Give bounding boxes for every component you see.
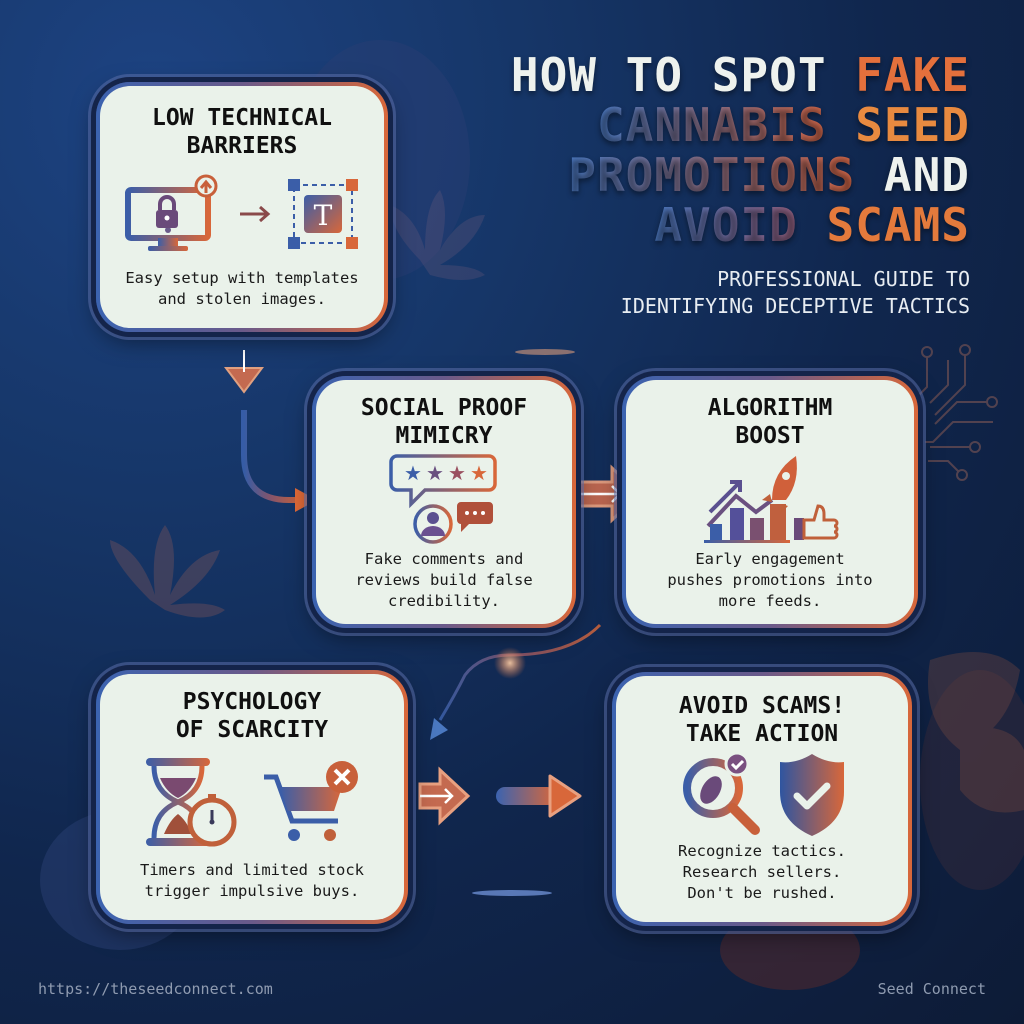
trend-arrow-icon — [706, 479, 774, 527]
card-low-technical-barriers: LOW TECHNICAL BARRIERS T — [96, 82, 388, 332]
circuit-decoration — [918, 344, 998, 481]
card-description: Easy setup with templates and stolen ima… — [125, 269, 359, 308]
flow-arrow-3 — [430, 623, 602, 740]
card-title: SOCIAL PROOF MIMICRY — [360, 395, 528, 449]
card-avoid-scams-take-action: AVOID SCAMS! TAKE ACTION Recognize tacti… — [612, 672, 912, 926]
page-title-line-3: PROMOTIONS AND — [568, 148, 970, 202]
card-description: Recognize tactics. Research sellers. Don… — [678, 842, 846, 902]
user-avatar-icon — [413, 503, 453, 544]
cannabis-leaf-icon — [390, 190, 485, 280]
monstera-leaf-icon — [928, 652, 1024, 813]
shield-check-icon — [780, 753, 844, 836]
cannabis-leaf-icon — [110, 525, 225, 618]
star-rating-bubble-icon: ★★ ★★ — [389, 453, 497, 544]
thumbs-up-icon — [794, 503, 839, 540]
svg-text:★: ★ — [426, 461, 444, 485]
card-social-proof-mimicry: SOCIAL PROOF MIMICRY ★★ ★★ Fake comments… — [312, 376, 576, 628]
subtitle: PROFESSIONAL GUIDE TO IDENTIFYING DECEPT… — [511, 266, 970, 320]
upload-icon — [194, 174, 218, 198]
svg-text:★: ★ — [470, 461, 488, 485]
title-block: HOW TO SPOT FAKE CANNABIS SEED PROMOTION… — [511, 50, 970, 320]
card-title: AVOID SCAMS! TAKE ACTION — [678, 693, 846, 747]
card-title: ALGORITHM BOOST — [707, 395, 833, 449]
subtitle-line-1: PROFESSIONAL GUIDE TO — [717, 267, 970, 291]
arrow-right-icon — [240, 205, 271, 223]
footer-brand: Seed Connect — [877, 980, 986, 998]
magnifier-seed-icon — [683, 751, 760, 835]
card-title: LOW TECHNICAL BARRIERS — [151, 105, 332, 159]
stopwatch-icon — [187, 794, 237, 847]
flow-arrow-4 — [418, 766, 582, 826]
comment-bubble-icon — [457, 501, 493, 532]
footer-url[interactable]: https://theseedconnect.com — [38, 980, 273, 998]
shopping-cart-icon — [264, 761, 358, 841]
card-psychology-of-scarcity: PSYCHOLOGY OF SCARCITY Timers and limite… — [96, 670, 408, 924]
text-template-icon: T — [288, 179, 358, 249]
card-title: PSYCHOLOGY OF SCARCITY — [175, 689, 329, 743]
monitor-lock-icon — [125, 174, 218, 251]
card-description: Fake comments and reviews build false cr… — [355, 550, 533, 610]
subtitle-line-2: IDENTIFYING DECEPTIVE TACTICS — [620, 294, 970, 318]
svg-text:T: T — [314, 199, 333, 232]
svg-text:★: ★ — [404, 461, 422, 485]
check-badge-icon — [724, 751, 750, 776]
close-circle-icon — [326, 761, 358, 793]
card-algorithm-boost: ALGORITHM BOOST Early engagement pushes … — [622, 376, 918, 628]
page-title-line-4: AVOID SCAMS — [654, 198, 970, 252]
rocket-icon — [762, 455, 797, 514]
page-title-line-2: CANNABIS SEED — [596, 98, 970, 152]
flow-arrow-1 — [224, 350, 317, 512]
hourglass-icon — [146, 758, 237, 847]
svg-text:★: ★ — [448, 461, 466, 485]
card-description: Early engagement pushes promotions into … — [667, 550, 873, 610]
page-title-line-1: HOW TO SPOT FAKE — [510, 48, 970, 102]
card-description: Timers and limited stock trigger impulsi… — [140, 861, 364, 900]
bar-chart-icon — [704, 455, 839, 543]
